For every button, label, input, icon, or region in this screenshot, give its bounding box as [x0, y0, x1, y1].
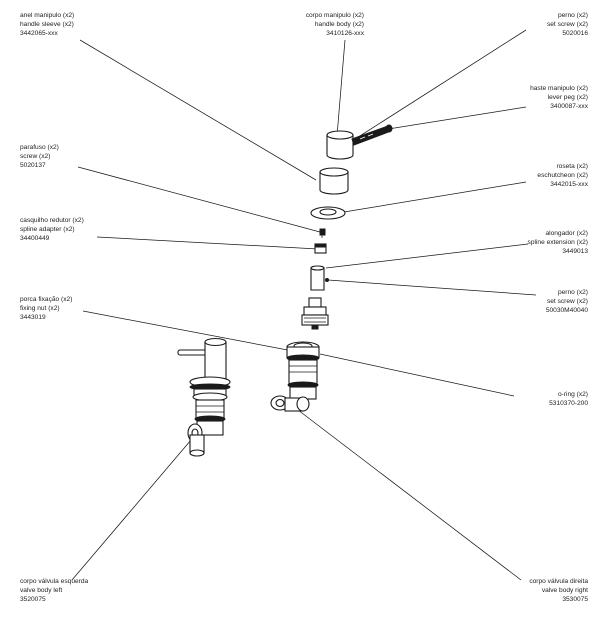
- callout-line: o-ring (x2): [557, 391, 588, 398]
- callout-line: valve body left: [20, 587, 63, 595]
- leader-handle-sleeve: [79, 39, 317, 181]
- callout-screw: parafuso (x2) screw (x2) 5020137: [20, 143, 59, 171]
- callout-line: spline adapter (x2): [20, 226, 75, 234]
- leader-set-screw-mid: [327, 279, 537, 296]
- callout-line: parafuso (x2): [20, 144, 59, 151]
- spline-extension-part: [310, 265, 329, 291]
- callout-line: anel manipulo (x2): [20, 12, 75, 19]
- callout-part-number: 3410126-xxx: [326, 30, 364, 38]
- callout-fixing-nut: porca fixação (x2) fixing nut (x2) 34430…: [20, 295, 72, 323]
- callout-line: handle sleeve (x2): [20, 21, 74, 29]
- callout-line: valve body right: [541, 587, 588, 595]
- leader-o-ring: [319, 353, 515, 397]
- screw-part: [319, 228, 326, 238]
- callout-line: alongador (x2): [545, 230, 588, 237]
- callout-part-number: 3443019: [20, 314, 46, 322]
- leader-screw: [77, 166, 321, 233]
- callout-line: roseta (x2): [556, 163, 588, 170]
- leader-valve-body-left: [71, 439, 192, 581]
- callout-part-number: 5020016: [562, 30, 588, 38]
- handle-sleeve-part: [319, 167, 349, 195]
- leader-handle-body: [336, 39, 346, 137]
- leader-spline-adapter: [96, 236, 319, 250]
- callout-line: spline extension (x2): [527, 239, 588, 247]
- cartridge-part: [301, 297, 329, 330]
- callout-part-number: 50030M40040: [545, 307, 588, 315]
- leader-fixing-nut: [82, 310, 299, 353]
- callout-line: lever peg (x2): [547, 94, 588, 102]
- callout-line: set screw (x2): [546, 21, 588, 29]
- callout-line: haste manipulo (x2): [530, 85, 588, 92]
- callout-line: fixing nut (x2): [20, 305, 60, 313]
- leader-valve-body-right: [297, 409, 522, 581]
- callout-line: casquilho redutor (x2): [20, 217, 84, 224]
- leader-set-screw-top: [351, 29, 527, 142]
- callout-set-screw-mid: perno (x2) set screw (x2) 50030M40040: [546, 288, 588, 316]
- callout-handle-body: corpo manipulo (x2) handle body (x2) 341…: [306, 11, 364, 39]
- spline-adapter-part: [314, 243, 327, 254]
- callout-line: eschutcheon (x2): [537, 172, 588, 180]
- escutcheon-part: [310, 206, 346, 220]
- callout-part-number: 3449013: [562, 248, 588, 256]
- callout-line: set screw (x2): [546, 298, 588, 306]
- callout-line: handle body (x2): [314, 21, 364, 29]
- callout-line: corpo válvula direita: [529, 578, 588, 585]
- callout-spline-extension: alongador (x2) spline extension (x2) 344…: [528, 229, 588, 257]
- callout-valve-body-right: corpo válvula direita valve body right 3…: [529, 577, 588, 605]
- leader-lever-peg: [381, 106, 527, 131]
- callout-line: perno (x2): [557, 289, 588, 296]
- callout-part-number: 3442065-xxx: [20, 30, 58, 38]
- valve-body-left-part: [177, 337, 231, 457]
- callout-escutcheon: roseta (x2) eschutcheon (x2) 3442015-xxx: [537, 162, 588, 190]
- callout-part-number: 3442015-xxx: [550, 181, 588, 189]
- callout-lever-peg: haste manipulo (x2) lever peg (x2) 34000…: [530, 84, 588, 112]
- callout-line: perno (x2): [557, 12, 588, 19]
- callout-part-number: 34400449: [20, 235, 50, 243]
- callout-line: corpo manipulo (x2): [305, 12, 364, 19]
- callout-line: screw (x2): [20, 153, 51, 161]
- callout-set-screw-top: perno (x2) set screw (x2) 5020016: [547, 11, 588, 39]
- callout-part-number: 3400087-xxx: [550, 103, 588, 111]
- callout-line: porca fixação (x2): [20, 296, 73, 303]
- leader-spline-extension: [325, 243, 529, 269]
- callout-valve-body-left: corpo válvula esquerda valve body left 3…: [20, 577, 88, 605]
- callout-part-number: 5020137: [20, 162, 46, 170]
- valve-body-right-part: [270, 341, 320, 412]
- leader-escutcheon: [343, 181, 527, 213]
- handle-body-part: [326, 124, 393, 160]
- callout-o-ring: o-ring (x2) 5310370-200: [549, 390, 588, 408]
- callout-part-number: 5310370-200: [549, 400, 588, 408]
- callout-spline-adapter: casquilho redutor (x2) spline adapter (x…: [20, 216, 84, 244]
- callout-part-number: 3530075: [562, 596, 588, 604]
- callout-part-number: 3520075: [20, 596, 46, 604]
- leader-lines: [71, 29, 537, 581]
- callout-handle-sleeve: anel manipulo (x2) handle sleeve (x2) 34…: [20, 11, 74, 39]
- callout-line: corpo válvula esquerda: [20, 578, 89, 585]
